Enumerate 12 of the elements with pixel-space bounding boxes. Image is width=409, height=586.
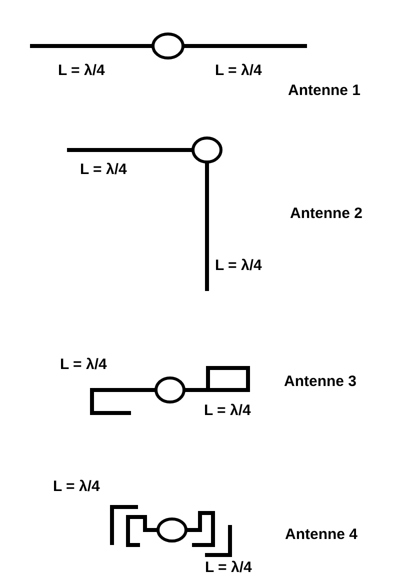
length-label: L = λ/4 <box>215 257 262 275</box>
length-label: L = λ/4 <box>60 356 107 374</box>
antenna-title: Antenne 2 <box>290 205 363 223</box>
length-label: L = λ/4 <box>205 559 252 577</box>
length-label: L = λ/4 <box>204 402 251 420</box>
length-label: L = λ/4 <box>53 478 100 496</box>
antenna-title: Antenne 4 <box>285 526 358 544</box>
length-label: L = λ/4 <box>58 62 105 80</box>
length-label: L = λ/4 <box>215 62 262 80</box>
antenna-title: Antenne 1 <box>288 82 361 100</box>
antenna-title: Antenne 3 <box>284 373 357 391</box>
length-label: L = λ/4 <box>80 161 127 179</box>
